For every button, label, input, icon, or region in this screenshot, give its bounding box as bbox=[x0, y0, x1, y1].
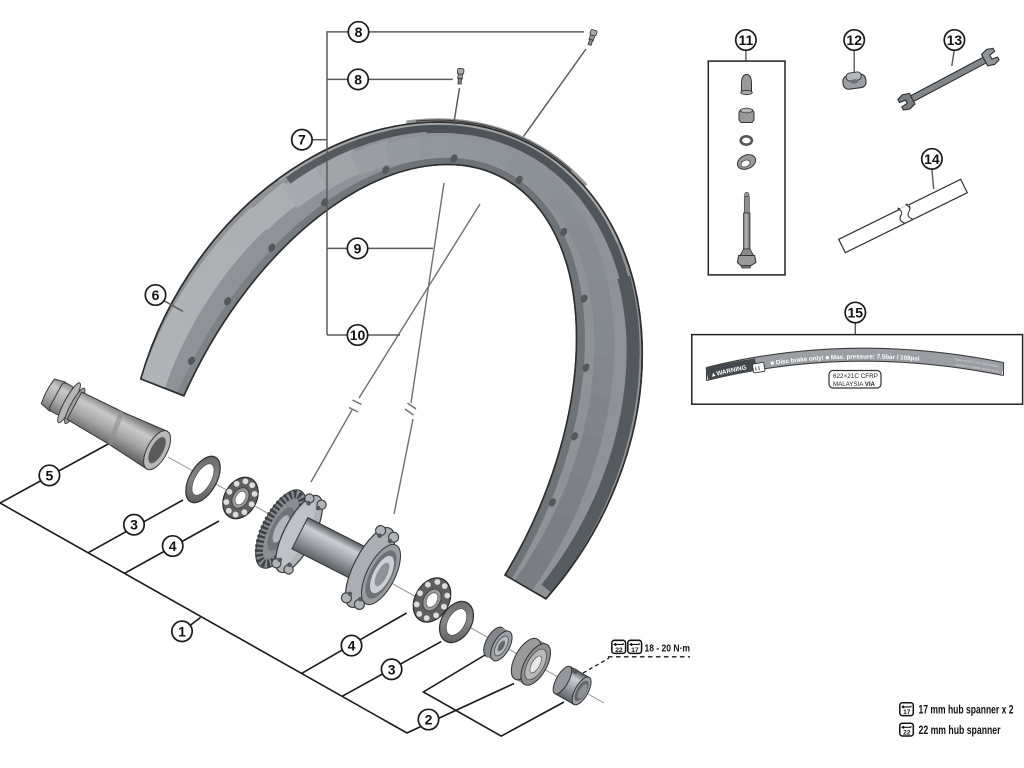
svg-text:17 mm hub spanner x 2: 17 mm hub spanner x 2 bbox=[919, 705, 1014, 717]
svg-text:18 - 20 N·m: 18 - 20 N·m bbox=[645, 643, 691, 655]
svg-text:8: 8 bbox=[354, 71, 362, 87]
svg-text:622×21C CFRP: 622×21C CFRP bbox=[833, 373, 878, 380]
svg-text:10: 10 bbox=[350, 327, 366, 343]
svg-text:15: 15 bbox=[848, 305, 864, 321]
svg-text:22: 22 bbox=[615, 647, 623, 654]
svg-text:1: 1 bbox=[178, 623, 186, 639]
svg-text:22: 22 bbox=[903, 730, 911, 737]
svg-text:i i: i i bbox=[755, 366, 761, 373]
svg-text:9: 9 bbox=[354, 240, 362, 256]
svg-text:12: 12 bbox=[846, 32, 862, 48]
svg-text:6: 6 bbox=[152, 287, 160, 303]
svg-text:17: 17 bbox=[903, 709, 911, 716]
svg-text:3: 3 bbox=[388, 661, 396, 677]
svg-text:MALAYSIA VIA: MALAYSIA VIA bbox=[833, 381, 875, 388]
svg-text:17: 17 bbox=[631, 647, 639, 654]
svg-text:7: 7 bbox=[298, 132, 306, 148]
svg-text:22 mm hub spanner: 22 mm hub spanner bbox=[919, 725, 1001, 737]
svg-text:11: 11 bbox=[738, 32, 753, 48]
svg-text:4: 4 bbox=[348, 638, 356, 654]
svg-text:4: 4 bbox=[169, 538, 177, 554]
svg-text:13: 13 bbox=[947, 32, 963, 48]
svg-text:5: 5 bbox=[46, 467, 54, 483]
svg-text:8: 8 bbox=[355, 24, 363, 40]
svg-text:3: 3 bbox=[130, 517, 138, 533]
svg-text:puncture or sudden release of: puncture or sudden release of tire. bbox=[956, 363, 1001, 374]
svg-text:2: 2 bbox=[425, 712, 433, 728]
svg-text:14: 14 bbox=[924, 151, 940, 167]
svg-text:Higher pressure can cause sudd: Higher pressure can cause sudden bbox=[954, 357, 999, 368]
